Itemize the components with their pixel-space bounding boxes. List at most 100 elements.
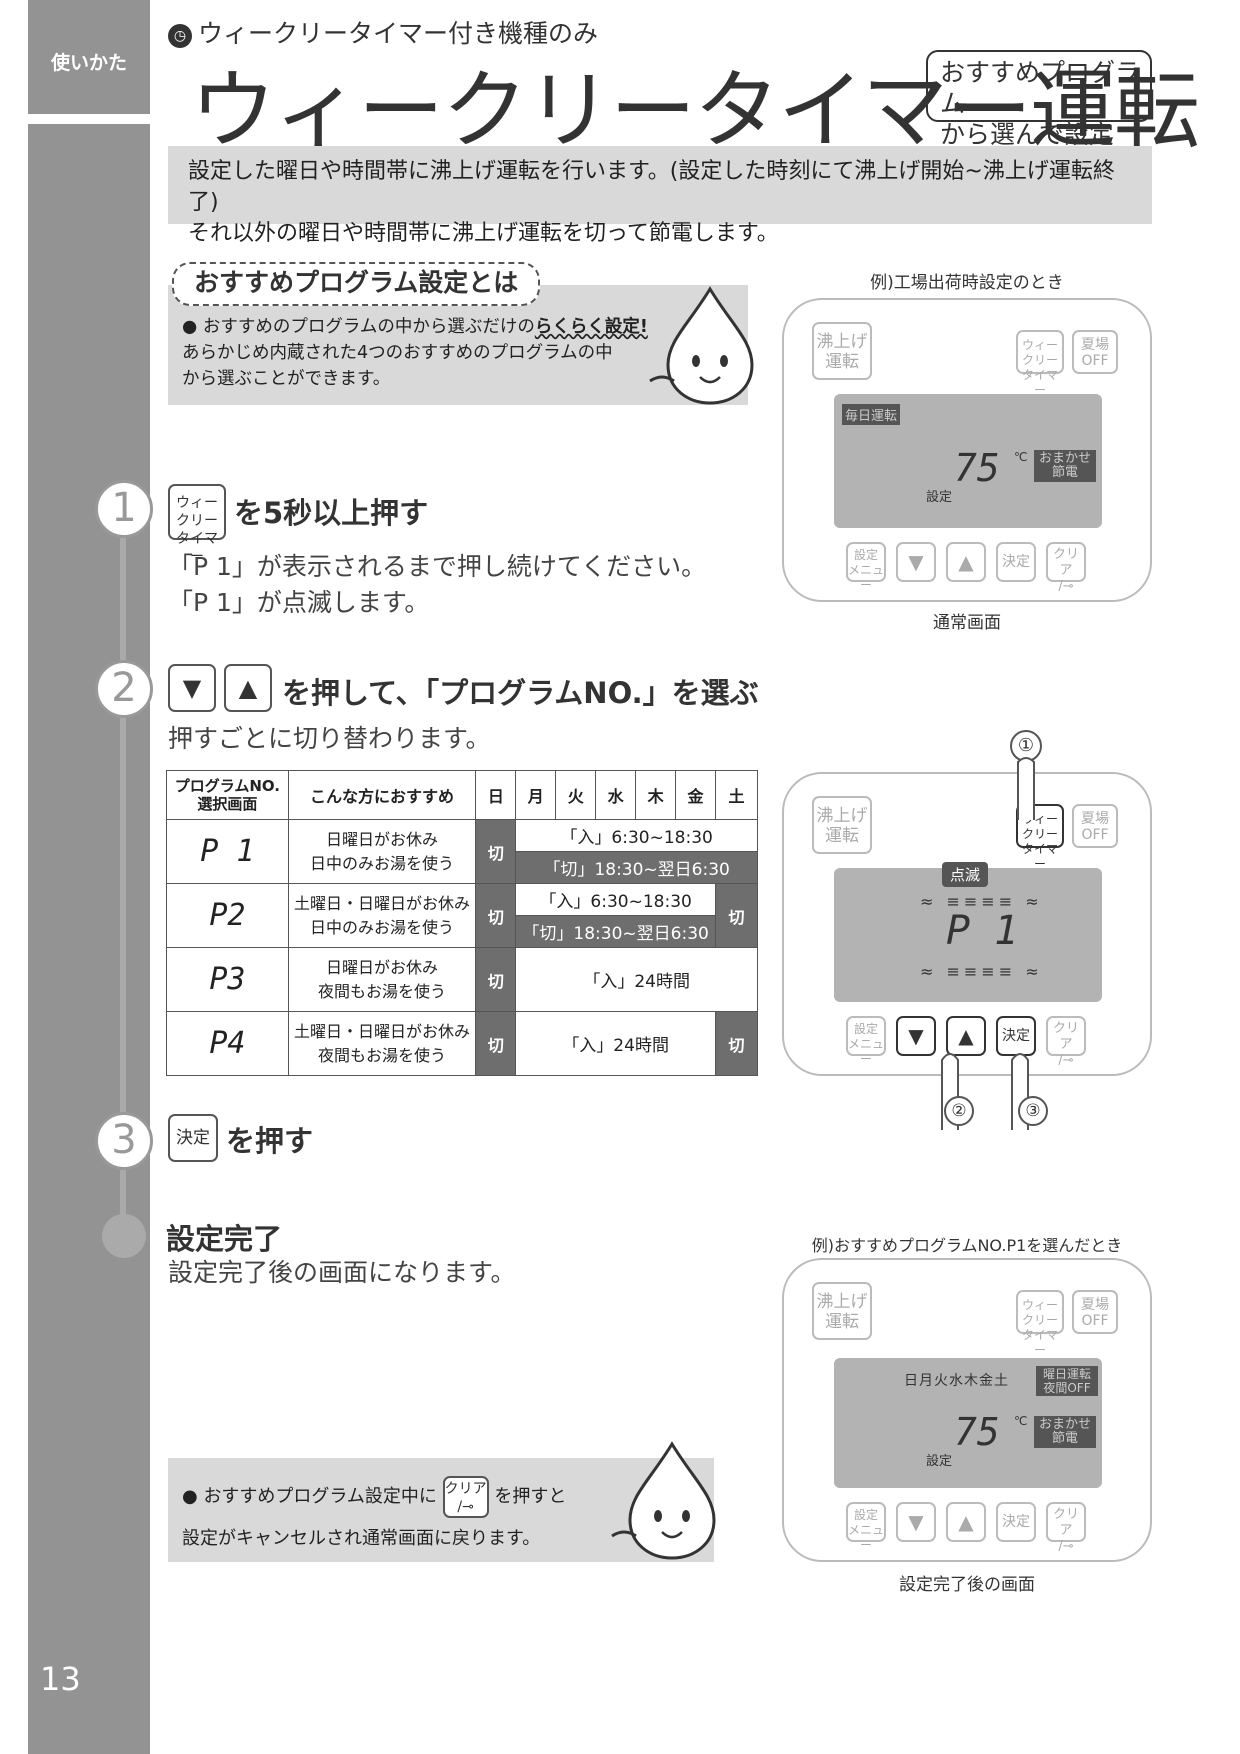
step-timeline [120, 505, 126, 1235]
boil-button[interactable]: 沸上げ 運転 [812, 322, 872, 380]
step-2-body: 押すごとに切り替わります。 [168, 724, 491, 753]
decide-button[interactable]: 決定 [996, 1016, 1036, 1056]
step-3-heading: を押す [226, 1124, 314, 1158]
off-cell: 切 [475, 819, 517, 884]
clear-button[interactable]: クリア/⊸ [1046, 1016, 1086, 1068]
step-2-heading: を押して、「プログラムNO.」を選ぶ [282, 676, 759, 710]
weekly-timer-button[interactable]: ウィークリー タイマー [1016, 330, 1064, 397]
mode-label: 曜日運転夜間OFF [1036, 1366, 1098, 1396]
top-note: 例)工場出荷時設定のとき [870, 273, 1064, 293]
down-button[interactable]: ▼ [896, 542, 936, 582]
remote-panel-done: 沸上げ 運転 ウィークリー タイマー 夏場 OFF 日月火水木金土 曜日運転夜間… [782, 1258, 1152, 1562]
step-1-body1: 「P 1」が表示されるまで押し続けてください。 [168, 552, 707, 581]
clear-button[interactable]: クリア/⊸ [1046, 1502, 1086, 1554]
temp-unit: ℃ [1014, 450, 1028, 464]
set-label: 設定 [926, 490, 953, 505]
up-button[interactable]: ▲ [946, 1016, 986, 1056]
off-cell-sat: 切 [714, 883, 759, 948]
weekday-label: 日月火水木金土 [904, 1373, 1009, 1389]
sidebar-tab: 使いかた [28, 0, 150, 114]
badge-line1: おすすめプログラム [940, 58, 1141, 118]
down-key-icon: ▼ [168, 664, 216, 712]
info-line3: から選ぶことができます。 [182, 369, 391, 389]
done-body: 設定完了後の画面になります。 [168, 1258, 516, 1287]
on-cell: 「入」6:30~18:30 [515, 883, 716, 916]
program-desc: 日曜日がお休み日中のみお湯を使う [287, 819, 477, 884]
table-row: 「切」18:30~翌日6:30 [167, 851, 758, 884]
note-box [168, 1458, 714, 1562]
program-no: P4 [166, 1011, 289, 1076]
info-line2: あらかじめ内蔵された4つのおすすめのプログラムの中 [182, 343, 613, 363]
summer-off-button[interactable]: 夏場 OFF [1072, 1290, 1118, 1334]
menu-button[interactable]: 設定 メニュー [846, 1016, 886, 1066]
clear-key-icon: クリア/⊸ [442, 1476, 489, 1518]
up-key-icon: ▲ [224, 664, 272, 712]
temp-display: 75 [954, 446, 1000, 490]
on-cell: 「入」24時間 [515, 947, 758, 1012]
decide-key-icon: 決定 [168, 1114, 218, 1162]
remote-panel-normal: 沸上げ 運転 ウィークリー タイマー 夏場 OFF 毎日運転 75 ℃ おまかせ… [782, 298, 1152, 602]
hand-2-marker: ② [944, 1096, 974, 1126]
table-row: 「切」18:30~翌日6:30 [167, 915, 758, 948]
done-heading: 設定完了 [166, 1222, 283, 1256]
top-caption: 通常画面 [933, 613, 1001, 633]
table-header: 水 [595, 770, 637, 820]
clock-icon: ◷ [168, 24, 192, 48]
table-header: 月 [515, 770, 557, 820]
table-row: P 1 日曜日がお休み日中のみお湯を使う 切 「入」6:30~18:30 [166, 819, 758, 884]
temp-unit: ℃ [1014, 1414, 1028, 1428]
up-button[interactable]: ▲ [946, 1502, 986, 1542]
step-1-heading: を5秒以上押す [234, 496, 429, 530]
program-table: プログラムNO. 選択画面 こんな方におすすめ 日 月 火 水 木 金 土 P … [166, 770, 759, 1076]
cut-cell: 「切」18:30~翌日6:30 [515, 851, 758, 884]
set-label: 設定 [926, 1454, 953, 1469]
up-button[interactable]: ▲ [946, 542, 986, 582]
subtitle-text: ウィークリータイマー付き機種のみ [198, 19, 599, 48]
step-3-number: 3 [95, 1112, 153, 1170]
weekly-timer-button[interactable]: ウィークリー タイマー [1016, 1290, 1064, 1357]
note-text: ● おすすめプログラム設定中に クリア/⊸ を押すと 設定がキャンセルされ通常画… [182, 1476, 566, 1560]
table-header: 日 [475, 770, 517, 820]
table-row: P2 土曜日・日曜日がお休み日中のみお湯を使う 切 「入」6:30~18:30 … [166, 883, 759, 948]
clear-button[interactable]: クリア/⊸ [1046, 542, 1086, 594]
lcd-screen: 点滅 ≈ ≡≡≡≡ ≈ P 1 ≈ ≡≡≡≡ ≈ [834, 862, 1102, 1002]
off-cell: 切 [475, 947, 517, 1012]
boil-button[interactable]: 沸上げ 運転 [812, 796, 872, 854]
step-1-number: 1 [95, 480, 153, 538]
done-dot [102, 1214, 146, 1258]
intro-box: 設定した曜日や時間帯に沸上げ運転を行います。(設定した時刻にて沸上げ開始~沸上げ… [168, 146, 1152, 246]
decide-button[interactable]: 決定 [996, 1502, 1036, 1542]
blink-dashes: ≈ ≡≡≡≡ ≈ [920, 962, 1043, 981]
bottom-caption: 設定完了後の画面 [899, 1575, 1035, 1595]
weekly-timer-button[interactable]: ウィークリー タイマー [1016, 804, 1064, 871]
intro-line2: それ以外の曜日や時間帯に沸上げ運転を切って節電します。 [188, 221, 779, 246]
blink-display: P 1 [946, 908, 1019, 954]
lcd-screen: 日月火水木金土 曜日運転夜間OFF 75 ℃ おまかせ 節電 設定 [834, 1358, 1102, 1488]
menu-button[interactable]: 設定 メニュー [846, 542, 886, 592]
note-post: を押すと [494, 1486, 567, 1507]
summer-off-button[interactable]: 夏場 OFF [1072, 804, 1118, 848]
down-button[interactable]: ▼ [896, 1502, 936, 1542]
lcd-screen: 毎日運転 75 ℃ おまかせ 節電 設定 [834, 394, 1102, 528]
sidebar-bar [28, 124, 150, 1754]
table-header: 木 [635, 770, 677, 820]
summer-off-button[interactable]: 夏場 OFF [1072, 330, 1118, 374]
info-text: ● おすすめのプログラムの中から選ぶだけのらくらく設定! あらかじめ内蔵された4… [182, 314, 682, 392]
step-2-number: 2 [95, 660, 153, 718]
remote-panel-blink: 沸上げ 運転 ウィークリー タイマー 夏場 OFF 点滅 ≈ ≡≡≡≡ ≈ P … [782, 772, 1152, 1076]
table-header: 金 [675, 770, 716, 820]
program-no: P3 [166, 947, 289, 1012]
on-cell: 「入」24時間 [515, 1011, 716, 1076]
program-no: P 1 [166, 819, 289, 884]
decide-button[interactable]: 決定 [996, 542, 1036, 582]
menu-button[interactable]: 設定 メニュー [846, 1502, 886, 1552]
table-row: P4 土曜日・日曜日がお休み夜間もお湯を使う 切 「入」24時間 切 [166, 1011, 759, 1076]
boil-button[interactable]: 沸上げ 運転 [812, 1282, 872, 1340]
off-cell: 切 [475, 883, 517, 948]
blink-dashes: ≈ ≡≡≡≡ ≈ [920, 892, 1043, 911]
hand-pointer-icon [1017, 757, 1035, 820]
down-button[interactable]: ▼ [896, 1016, 936, 1056]
program-desc: 土曜日・日曜日がお休み日中のみお湯を使う [287, 883, 477, 948]
program-desc: 土曜日・日曜日がお休み夜間もお湯を使う [287, 1011, 477, 1076]
daily-label: 毎日運転 [842, 404, 901, 425]
